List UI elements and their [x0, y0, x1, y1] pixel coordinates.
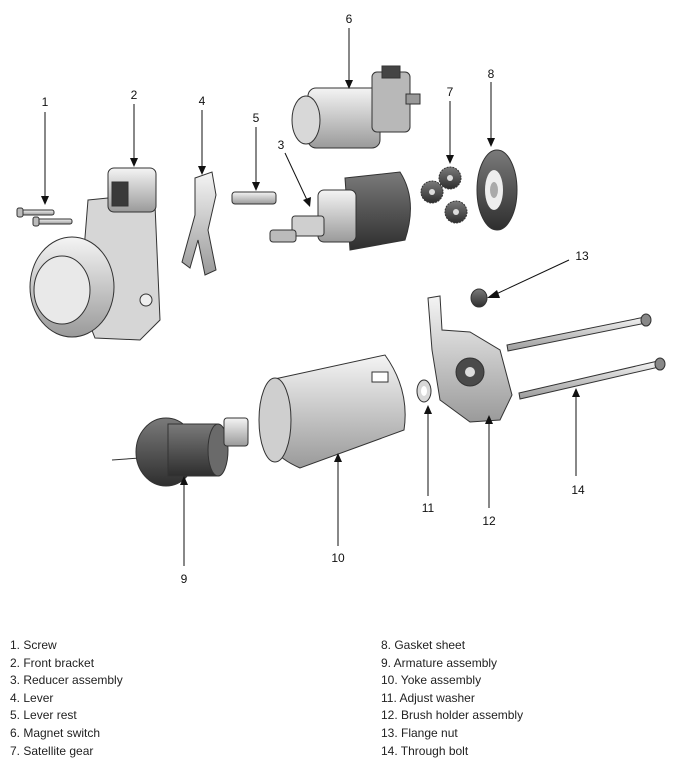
- legend-item: 6. Magnet switch: [10, 725, 101, 740]
- reducer-assembly-part: [269, 171, 411, 251]
- legend-item: 1. Screw: [10, 638, 57, 652]
- leader-lines: [41, 28, 580, 566]
- legend-item: 8. Gasket sheet: [381, 638, 466, 652]
- callout-12: 12: [482, 514, 496, 528]
- legend-left-column: 1. Screw 2. Front bracket 3. Reducer ass…: [10, 637, 123, 760]
- legend-item: 5. Lever rest: [10, 708, 77, 723]
- callout-1: 1: [42, 95, 49, 109]
- brush-holder-assembly-part: [427, 295, 513, 423]
- legend-item: 2. Front bracket: [10, 655, 95, 670]
- legend-item: 12. Brush holder assembly: [381, 708, 524, 723]
- callout-11: 11: [422, 501, 435, 515]
- legend-item: 9. Armature assembly: [381, 655, 498, 670]
- yoke-assembly-part: [258, 354, 406, 469]
- legend-item: 4. Lever: [10, 690, 54, 705]
- legend-right-column: 8. Gasket sheet 9. Armature assembly 10.…: [381, 637, 523, 760]
- adjust-washer-part: [416, 379, 432, 403]
- legend-item: 14. Through bolt: [381, 743, 469, 758]
- magnet-switch-part: [291, 65, 421, 149]
- callout-13: 13: [575, 249, 589, 263]
- callout-8: 8: [488, 67, 495, 81]
- callout-14: 14: [571, 483, 585, 497]
- callout-9: 9: [181, 572, 188, 586]
- front-bracket-part: [29, 167, 161, 341]
- callout-6: 6: [346, 12, 353, 26]
- legend-item: 3. Reducer assembly: [10, 673, 123, 688]
- legend-item: 7. Satellite gear: [10, 743, 94, 758]
- callout-2: 2: [131, 88, 138, 102]
- through-bolt-part: [506, 313, 666, 400]
- flange-nut-part: [470, 288, 488, 308]
- screw-part: [16, 207, 73, 227]
- armature-assembly-part: [111, 417, 249, 487]
- legend-item: 10. Yoke assembly: [381, 673, 482, 688]
- lever-part: [181, 171, 217, 276]
- parts-legend: 1. Screw 2. Front bracket 3. Reducer ass…: [0, 637, 683, 762]
- callout-4: 4: [199, 94, 206, 108]
- callout-3: 3: [278, 138, 285, 152]
- exploded-view-diagram: 1 2 3 4 5 6 7 8 9 10 11 12 13 14: [16, 12, 666, 586]
- gasket-sheet-part: [476, 149, 518, 231]
- callout-10: 10: [331, 551, 345, 565]
- lever-rest-part: [231, 191, 277, 205]
- legend-item: 13. Flange nut: [381, 725, 458, 740]
- legend-item: 11. Adjust washer: [381, 690, 475, 705]
- satellite-gear-part: [420, 166, 468, 224]
- callout-5: 5: [253, 111, 260, 125]
- callout-7: 7: [447, 85, 454, 99]
